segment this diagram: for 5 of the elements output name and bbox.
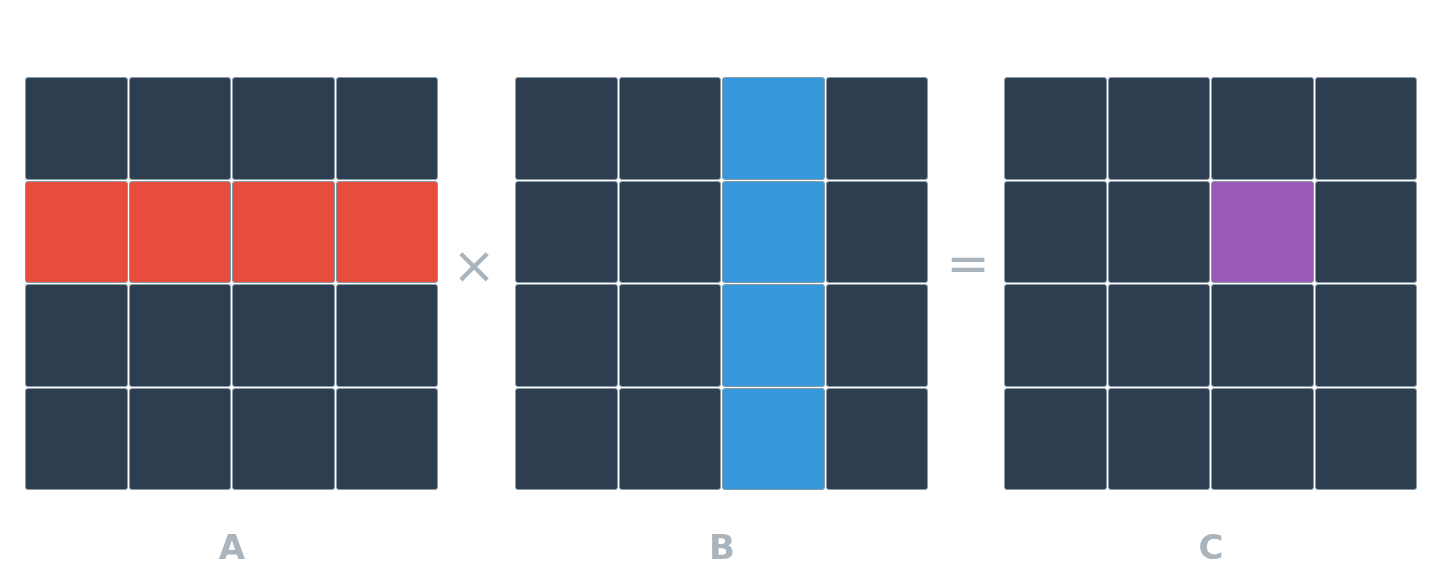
operator-symbol: =	[946, 237, 990, 289]
matrix-label: B	[709, 530, 735, 564]
operator-symbol: ×	[452, 239, 496, 291]
matrix-label: A	[218, 530, 246, 564]
matrix-label: C	[1198, 530, 1224, 564]
